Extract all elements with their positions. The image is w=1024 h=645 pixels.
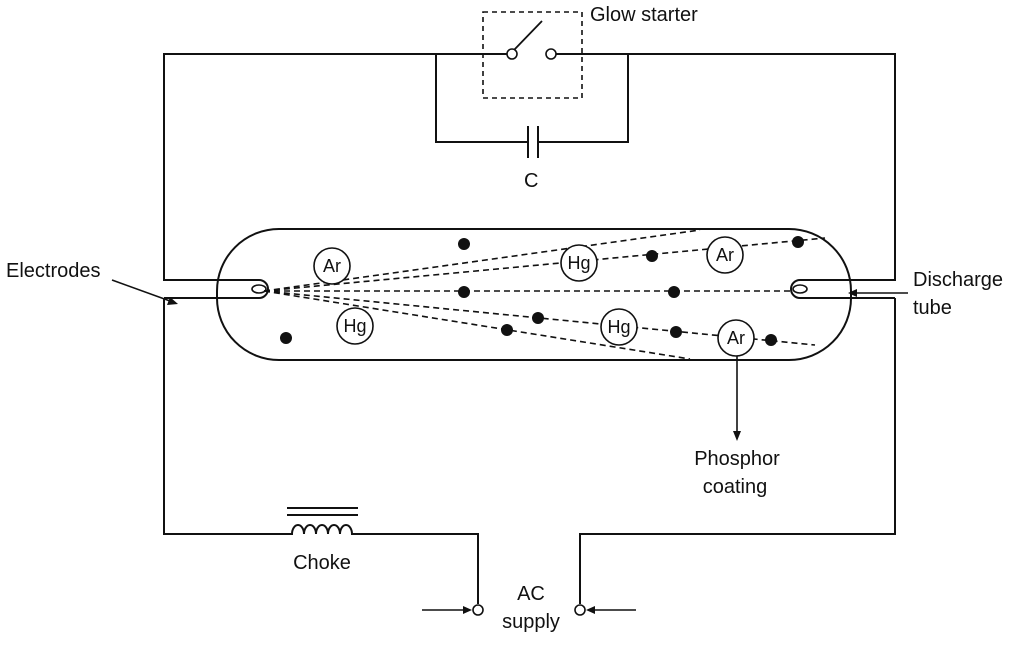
right-bottom-wire <box>579 298 896 604</box>
svg-text:Hg: Hg <box>343 316 366 336</box>
ac-supply-label-line1: AC <box>517 583 545 605</box>
right-electrode <box>790 279 895 299</box>
atom-hg-2: Hg <box>560 244 598 282</box>
phosphor-label-line1: Phosphor <box>694 448 780 470</box>
ac-left-arrowhead <box>463 606 472 614</box>
phosphor-arrowhead <box>733 431 741 441</box>
discharge-tube <box>216 228 852 361</box>
electrodes-pointer <box>111 279 171 302</box>
left-electrode <box>164 279 269 299</box>
glow-starter-box <box>482 11 583 99</box>
starter-contact-left <box>506 48 518 60</box>
discharge-tube-label-line1: Discharge <box>913 269 1003 291</box>
atom-ar-3: Ar <box>717 319 755 357</box>
discharge-tube-label-line2: tube <box>913 297 952 319</box>
svg-text:Ar: Ar <box>323 256 341 276</box>
svg-text:Hg: Hg <box>607 317 630 337</box>
glow-starter-label: Glow starter <box>590 4 698 26</box>
electrodes-label: Electrodes <box>6 260 101 282</box>
ac-terminal-left <box>472 604 484 616</box>
electrons <box>280 236 804 346</box>
starter-contact-right <box>545 48 557 60</box>
electrodes-arrowhead <box>167 297 178 305</box>
ac-supply-label-line2: supply <box>502 611 560 633</box>
capacitor-loop-wire <box>435 54 629 143</box>
capacitor-label: C <box>524 170 538 192</box>
svg-text:Ar: Ar <box>716 245 734 265</box>
capacitor <box>527 126 539 158</box>
glow-starter <box>482 11 583 99</box>
atom-hg-1: Hg <box>336 307 374 345</box>
svg-text:Hg: Hg <box>567 253 590 273</box>
svg-text:Ar: Ar <box>727 328 745 348</box>
phosphor-label-line2: coating <box>703 476 768 498</box>
ac-terminal-right <box>574 604 586 616</box>
choke-label: Choke <box>293 552 351 574</box>
atom-ar-2: Ar <box>706 236 744 274</box>
atom-ar-1: Ar <box>313 247 351 285</box>
starter-switch-blade <box>513 20 543 51</box>
discharge-tube-arrowhead <box>848 289 857 297</box>
atom-hg-3: Hg <box>600 308 638 346</box>
choke <box>287 507 358 535</box>
left-bottom-wire <box>163 298 479 604</box>
ac-right-arrowhead <box>586 606 595 614</box>
